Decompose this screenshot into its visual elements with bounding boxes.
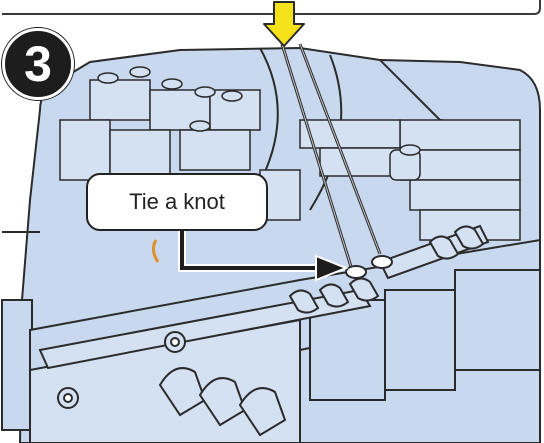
step-number-badge: 3 bbox=[2, 28, 74, 100]
callout-text: Tie a knot bbox=[129, 189, 225, 215]
down-arrow-icon bbox=[262, 0, 306, 50]
tie-knot-callout: Tie a knot bbox=[86, 173, 268, 231]
